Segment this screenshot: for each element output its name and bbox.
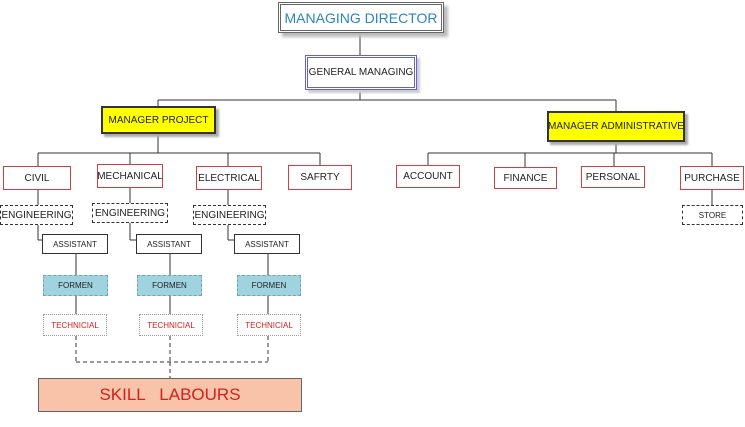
dept-purchase: PURCHASE — [680, 166, 744, 190]
mechanical-engineering-node: ENGINEERING — [92, 203, 168, 223]
civil-technicial-node: TECHNICIAL — [43, 314, 107, 336]
dept-finance: FINANCE — [494, 167, 557, 189]
dept-mechanical: MECHANICAL — [97, 164, 163, 188]
mechanical-formen-node: FORMEN — [137, 275, 202, 296]
electrical-formen-node: FORMEN — [237, 275, 301, 296]
dept-safety: SAFRTY — [288, 165, 352, 190]
civil-assistant-node: ASSISTANT — [42, 234, 108, 254]
mechanical-technicial-node: TECHNICIAL — [139, 314, 203, 336]
dept-personal: PERSONAL — [581, 166, 645, 188]
dept-account: ACCOUNT — [396, 165, 460, 188]
store-node: STORE — [682, 205, 743, 225]
civil-formen-node: FORMEN — [43, 275, 108, 296]
electrical-engineering-node: ENGINEERING — [193, 205, 266, 225]
manager-administrative-node: MANAGER ADMINISTRATIVE — [547, 111, 685, 142]
general-managing-node: GENERAL MANAGING — [305, 55, 417, 90]
electrical-technicial-node: TECHNICIAL — [237, 314, 301, 336]
electrical-assistant-node: ASSISTANT — [234, 234, 300, 254]
mechanical-assistant-node: ASSISTANT — [136, 234, 202, 254]
skill-labours-node: SKILL LABOURS — [38, 378, 302, 412]
civil-engineering-node: ENGINEERING — [0, 205, 73, 225]
dept-civil: CIVIL — [3, 166, 71, 190]
dept-electrical: ELECTRICAL — [196, 166, 262, 190]
managing-director-node: MANAGING DIRECTOR — [278, 2, 444, 33]
manager-project-node: MANAGER PROJECT — [101, 106, 216, 134]
